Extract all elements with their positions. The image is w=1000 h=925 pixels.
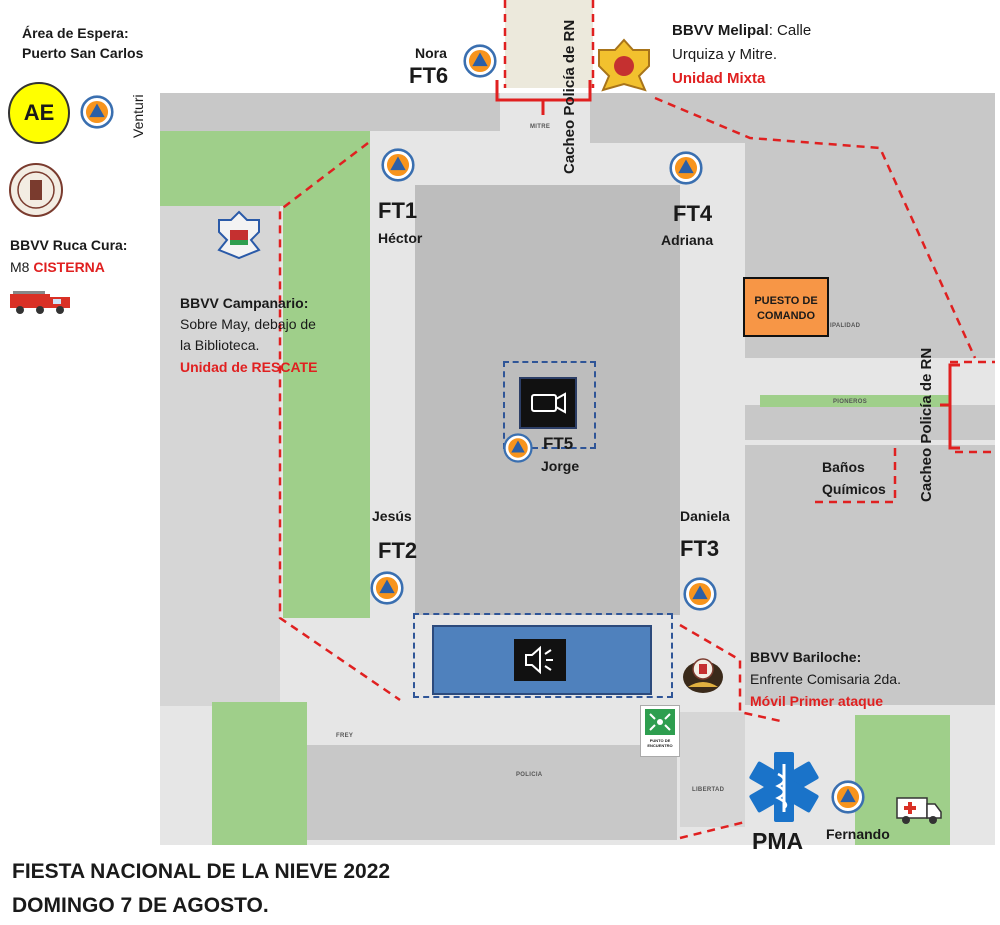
- post-ft4-code: FT4: [673, 201, 713, 226]
- checkpoint-top-label: Cacheo Policía de RN: [561, 19, 578, 174]
- bariloche-emblem-icon: [683, 658, 723, 693]
- street-pioneros-green: [760, 395, 950, 407]
- command-post-line1: PUESTO DE: [754, 295, 818, 307]
- street-label-policia: POLICIA: [516, 772, 543, 778]
- meeting-point-sign: PUNTO DE ENCUENTRO: [640, 705, 680, 757]
- civil-protection-icon: [381, 148, 415, 182]
- civil-protection-icon: [669, 151, 703, 185]
- street-label-pioneros: PIONEROS: [833, 399, 868, 405]
- post-ft6-person: Nora: [415, 45, 447, 61]
- campanario-title: BBVV Campanario:: [180, 295, 309, 311]
- command-post-line2: COMANDO: [756, 310, 816, 322]
- ambulance-icon: [896, 797, 942, 824]
- meeting-point-line1: PUNTO DE: [649, 738, 671, 743]
- bariloche-line1: Enfrente Comisaria 2da.: [750, 671, 901, 687]
- campanario-unit-type: Unidad de RESCATE: [180, 359, 318, 375]
- street-label-libertad: LIBERTAD: [692, 787, 725, 793]
- bariloche-unit-type: Móvil Primer ataque: [750, 693, 884, 709]
- bariloche-title: BBVV Bariloche:: [750, 649, 862, 665]
- melipal-line1: : Calle: [768, 22, 812, 39]
- campanario-emblem-icon: [217, 210, 261, 260]
- civil-protection-icon: [503, 433, 533, 463]
- speaker-icon: [525, 645, 553, 675]
- video-camera-icon: [531, 392, 566, 414]
- block-south: [307, 745, 677, 840]
- ruca-cura-unit: M8: [10, 259, 30, 275]
- ruca-cura-unit-type: CISTERNA: [33, 259, 105, 275]
- fire-truck-icon: [10, 291, 70, 314]
- pma-label: PMA: [752, 828, 804, 854]
- melipal-unit-type: Unidad Mixta: [672, 70, 766, 87]
- stage-zone: [413, 613, 673, 698]
- waiting-area-name: Venturi: [130, 94, 146, 138]
- melipal-line2: Urquiza y Mitre.: [672, 46, 778, 63]
- ruca-cura-shield-icon: [9, 163, 63, 217]
- post-ft1-code: FT1: [378, 198, 418, 223]
- toilets-line2: Químicos: [822, 481, 886, 497]
- waiting-area-title: Área de Espera:: [22, 25, 129, 41]
- civil-protection-icon: [831, 780, 865, 814]
- screen: [519, 377, 577, 429]
- pma-person: Fernando: [826, 826, 890, 842]
- park-west-strip: [283, 206, 370, 618]
- park-south-west: [212, 702, 307, 845]
- command-post: PUESTO DE COMANDO: [743, 277, 829, 337]
- street-label-municipalidad: IPALIDAD: [830, 323, 861, 329]
- block-south-east: [680, 712, 745, 827]
- civil-protection-icon: [683, 577, 717, 611]
- campanario-line1: Sobre May, debajo de: [180, 316, 316, 332]
- stage: [432, 625, 652, 695]
- post-ft3-code: FT3: [680, 536, 720, 561]
- star-of-life-icon: [749, 752, 819, 822]
- block-west: [160, 206, 280, 706]
- street-label-frey: FREY: [336, 733, 354, 739]
- footer-line2: DOMINGO 7 DE AGOSTO.: [12, 894, 269, 917]
- waiting-area-badge: AE: [8, 82, 70, 144]
- post-ft3-person: Daniela: [680, 508, 730, 524]
- ruca-cura-title: BBVV Ruca Cura:: [10, 237, 128, 253]
- block-east-mid: [745, 405, 995, 440]
- post-ft5-code: FT5: [543, 434, 574, 453]
- block-north-left: [160, 93, 500, 131]
- meeting-point-icon: [645, 709, 675, 735]
- post-ft4-person: Adriana: [661, 232, 714, 248]
- post-ft2-code: FT2: [378, 538, 418, 563]
- street-label-mitre: MITRE: [530, 124, 551, 130]
- melipal-title: BBVV Melipal: [672, 22, 769, 39]
- post-ft2-person: Jesús: [372, 508, 412, 524]
- block-north-right: [590, 93, 995, 143]
- ruca-cura-unit-line: M8 CISTERNA: [10, 258, 105, 276]
- campanario-line2: la Biblioteca.: [180, 337, 260, 353]
- screen-zone: [503, 361, 596, 449]
- park-west-top: [160, 131, 370, 206]
- civil-protection-icon: [80, 95, 114, 129]
- checkpoint-right-label: Cacheo Policía de RN: [918, 347, 935, 502]
- speaker-box: [514, 639, 566, 681]
- footer-line1: FIESTA NACIONAL DE LA NIEVE 2022: [12, 860, 391, 883]
- block-east-bottom: [745, 445, 995, 705]
- melipal-line1-row: BBVV Melipal: Calle: [672, 22, 811, 40]
- melipal-emblem-icon: [598, 38, 650, 92]
- civil-protection-icon: [370, 571, 404, 605]
- toilets-line1: Baños: [822, 459, 865, 475]
- post-ft1-person: Héctor: [378, 230, 423, 246]
- post-ft6-code: FT6: [409, 63, 449, 88]
- post-ft5-person: Jorge: [541, 458, 580, 474]
- checkpoint-building-top: [505, 0, 593, 88]
- civil-protection-icon: [463, 44, 497, 78]
- meeting-point-line2: ENCUENTRO: [647, 743, 673, 748]
- waiting-area-location: Puerto San Carlos: [22, 45, 144, 61]
